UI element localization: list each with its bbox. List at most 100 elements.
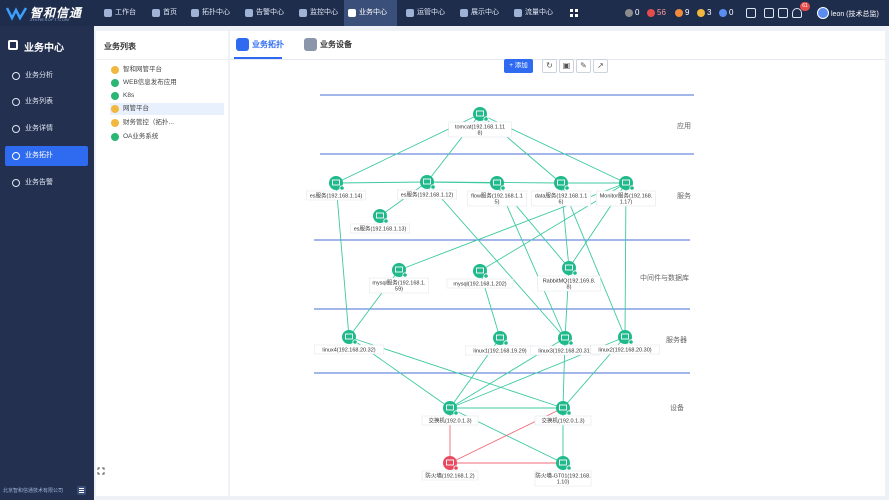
business-list-item[interactable]: WEB信息发布应用 <box>110 77 224 89</box>
alarm-dot-icon <box>625 9 633 17</box>
node-status-icon <box>402 272 408 278</box>
list-icon <box>12 98 20 106</box>
device-glyph-icon <box>622 179 630 186</box>
logo-mark-icon <box>6 7 28 21</box>
device-glyph-icon <box>557 179 565 186</box>
app-grid-icon[interactable] <box>570 9 578 17</box>
nav-item-workbench[interactable]: 工作台 <box>100 0 140 26</box>
sidebar-item-business-topology[interactable]: 业务拓扑 <box>5 146 88 166</box>
topology-link[interactable] <box>335 182 350 338</box>
sidebar-item-business-analysis[interactable]: 业务分析 <box>5 66 88 86</box>
topology-link[interactable] <box>426 181 566 339</box>
detail-icon <box>12 125 20 133</box>
node-label: 8) <box>567 285 572 291</box>
topology-node[interactable]: es服务(192.168.1.14) <box>306 176 366 201</box>
topology-node[interactable]: tomcat(192.168.1.118) <box>448 107 512 138</box>
topology-node[interactable]: linux3(192.168.20.31) <box>530 331 600 356</box>
alarm-counter-gray[interactable]: 0 <box>625 6 643 20</box>
save-button[interactable]: ▣ <box>559 59 574 73</box>
node-icon <box>392 263 406 277</box>
volume-icon[interactable] <box>764 8 774 18</box>
collapse-menu-icon[interactable] <box>77 486 86 495</box>
nav-item-business-center[interactable]: 业务中心 <box>344 0 397 26</box>
topology-node[interactable]: data服务(192.168.1.16) <box>531 176 591 207</box>
business-list-item[interactable]: K8s <box>110 90 224 102</box>
node-label: es服务(192.168.1.12) <box>401 191 454 199</box>
topology-node[interactable]: 防火墙-GT01(192.168.1.10) <box>534 456 592 487</box>
device-glyph-icon <box>561 334 569 341</box>
node-status-icon <box>564 185 570 191</box>
shirt-icon[interactable] <box>746 8 756 18</box>
sidebar-item-business-list[interactable]: 业务列表 <box>5 92 88 112</box>
logo[interactable]: 智和信通 ZHIHESOFT.COM <box>6 3 90 23</box>
alarm-dot-icon <box>647 9 655 17</box>
alarm-counter-info[interactable]: 0 <box>719 6 737 20</box>
alarm-counter-major[interactable]: 9 <box>675 6 693 20</box>
add-button[interactable]: + 添加 <box>504 59 533 73</box>
node-label-box <box>531 190 591 207</box>
node-status-icon <box>483 116 489 122</box>
node-label-box <box>537 275 601 292</box>
nav-item-display-center[interactable]: 展示中心 <box>456 0 506 26</box>
username[interactable]: leon (技术总监) <box>831 11 879 18</box>
business-status-icon <box>111 79 119 87</box>
alarm-counter-minor[interactable]: 3 <box>697 6 715 20</box>
node-label: linux1(192.168.19.29) <box>473 349 526 355</box>
fullscreen-icon[interactable] <box>778 8 788 18</box>
bell-icon <box>12 179 20 187</box>
sidebar-item-business-alarm[interactable]: 业务告警 <box>5 173 88 193</box>
topology-link[interactable] <box>560 182 626 338</box>
tab-business-devices[interactable]: 业务设备 <box>302 35 358 55</box>
topology-link[interactable] <box>335 181 428 184</box>
nav-item-traffic-center[interactable]: 流量中心 <box>510 0 560 26</box>
tab-business-topology[interactable]: 业务拓扑 <box>234 35 286 55</box>
topology-node[interactable]: linux4(192.168.20.32) <box>314 330 384 355</box>
refresh-button[interactable]: ↻ <box>542 59 557 73</box>
topology-link[interactable] <box>624 182 627 338</box>
nav-item-topology-center[interactable]: 拓扑中心 <box>187 0 237 26</box>
edit-button[interactable]: ✎ <box>576 59 591 73</box>
bell-icon[interactable] <box>792 8 802 18</box>
nav-item-home[interactable]: 首页 <box>148 0 184 26</box>
avatar[interactable] <box>817 7 829 19</box>
topology-link[interactable] <box>348 336 564 409</box>
topology-node[interactable]: linux2(192.168.20.30) <box>590 330 660 355</box>
expand-icon[interactable] <box>97 467 105 475</box>
node-label-box <box>590 344 660 355</box>
topology-node[interactable]: es服务(192.168.1.12) <box>397 175 457 200</box>
business-list-item-selected[interactable]: 网管平台 <box>110 103 224 115</box>
topology-node[interactable]: 交换机(192.0.1.3) <box>421 401 479 426</box>
topology-node[interactable]: 防火墙(192.168.1.2) <box>421 456 479 481</box>
topology-node[interactable]: mysql服务(192.168.1.59) <box>369 263 429 294</box>
nav-item-alarm-center[interactable]: 告警中心 <box>241 0 291 26</box>
node-label: 59) <box>395 287 403 293</box>
node-label-box <box>421 415 479 426</box>
topology-node[interactable]: Monitor服务(192.168.1.17) <box>596 176 656 207</box>
traffic-icon <box>514 9 522 17</box>
node-status-icon <box>629 185 635 191</box>
export-button[interactable]: ↗ <box>593 59 608 73</box>
display-icon <box>460 9 468 17</box>
topology-node[interactable]: mysql(192.168.1.202) <box>446 264 514 289</box>
alarm-dot-icon <box>719 9 727 17</box>
business-list-item[interactable]: 财务管控（拓扑... <box>110 117 224 129</box>
topology-node[interactable]: es服务(192.168.1.13) <box>350 209 410 234</box>
topology-node[interactable]: linux1(192.168.19.29) <box>465 331 535 356</box>
topology-link[interactable] <box>496 182 566 339</box>
alarm-counter-critical[interactable]: 56 <box>647 6 671 20</box>
node-label: 防火墙-GT01(192.168. <box>535 472 591 480</box>
nav-item-monitor-center[interactable]: 监控中心 <box>295 0 345 26</box>
nav-item-ops-center[interactable]: 运管中心 <box>402 0 452 26</box>
topology-node[interactable]: RabbitMQ(192.169.8.8) <box>537 261 601 292</box>
device-glyph-icon <box>423 178 431 185</box>
topology-node[interactable]: 交换机(192.0.1.3) <box>534 401 592 426</box>
node-label: linux2(192.168.20.30) <box>598 348 651 354</box>
topology-icon <box>191 9 199 17</box>
business-list-item[interactable]: 智和网管平台 <box>110 64 224 76</box>
business-list-item[interactable]: OA业务系统 <box>110 131 224 143</box>
topology-node[interactable]: flow服务(192.168.1.15) <box>467 176 527 207</box>
divider <box>96 59 228 60</box>
node-label: RabbitMQ(192.169.8. <box>543 279 596 285</box>
sidebar-item-business-detail[interactable]: 业务详情 <box>5 119 88 139</box>
divider <box>230 59 885 60</box>
